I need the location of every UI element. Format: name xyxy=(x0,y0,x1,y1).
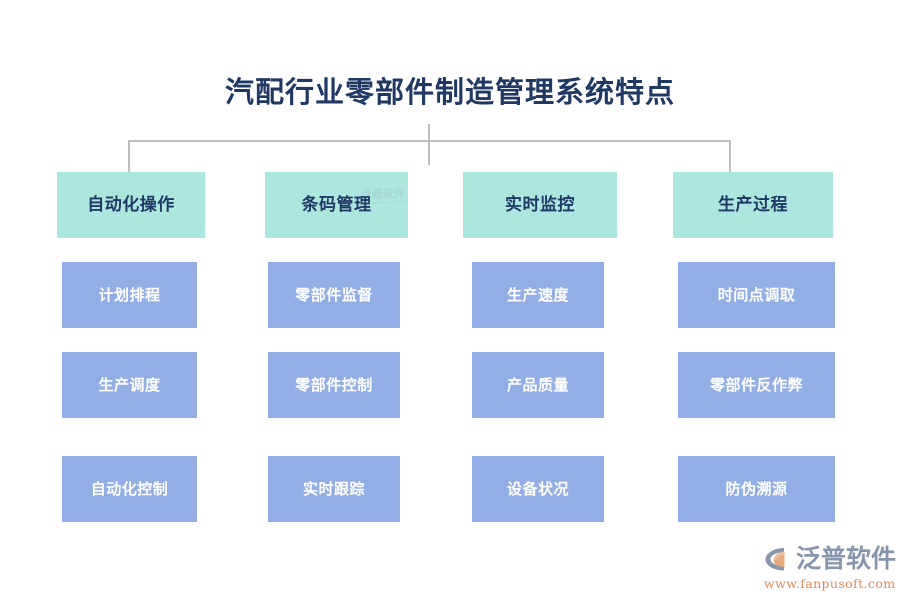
brand-logo: 泛普软件 www.fanpusoft.com xyxy=(762,543,896,592)
connector-title-vertical xyxy=(428,124,430,165)
leaf-box-column-4-row-3[interactable]: 防伪溯源 xyxy=(678,456,835,522)
header-box-column-1[interactable]: 自动化操作 xyxy=(57,172,205,238)
leaf-box-column-1-row-3[interactable]: 自动化控制 xyxy=(62,456,197,522)
leaf-box-column-3-row-2[interactable]: 产品质量 xyxy=(472,352,604,418)
brand-logo-url: www.fanpusoft.com xyxy=(764,576,896,591)
leaf-box-column-2-row-2[interactable]: 零部件控制 xyxy=(268,352,400,418)
leaf-box-column-2-row-1[interactable]: 零部件监督 xyxy=(268,262,400,328)
header-box-column-3[interactable]: 实时监控 xyxy=(463,172,617,238)
fanpu-swoosh-icon xyxy=(762,544,792,574)
connector-branch-right xyxy=(729,140,731,173)
connector-horizontal-bar xyxy=(128,140,731,142)
header-box-column-2[interactable]: 条码管理 xyxy=(265,172,408,238)
brand-logo-name: 泛普软件 xyxy=(796,544,897,573)
page-title: 汽配行业零部件制造管理系统特点 xyxy=(224,75,675,109)
header-box-column-4[interactable]: 生产过程 xyxy=(673,172,833,238)
brand-logo-row: 泛普软件 xyxy=(762,543,896,575)
leaf-box-column-3-row-3[interactable]: 设备状况 xyxy=(472,456,604,522)
leaf-box-column-4-row-2[interactable]: 零部件反作弊 xyxy=(678,352,835,418)
leaf-box-column-4-row-1[interactable]: 时间点调取 xyxy=(678,262,835,328)
leaf-box-column-2-row-3[interactable]: 实时跟踪 xyxy=(268,456,400,522)
leaf-box-column-1-row-2[interactable]: 生产调度 xyxy=(62,352,197,418)
connector-branch-left xyxy=(128,140,130,173)
leaf-box-column-1-row-1[interactable]: 计划排程 xyxy=(62,262,197,328)
leaf-box-column-3-row-1[interactable]: 生产速度 xyxy=(472,262,604,328)
